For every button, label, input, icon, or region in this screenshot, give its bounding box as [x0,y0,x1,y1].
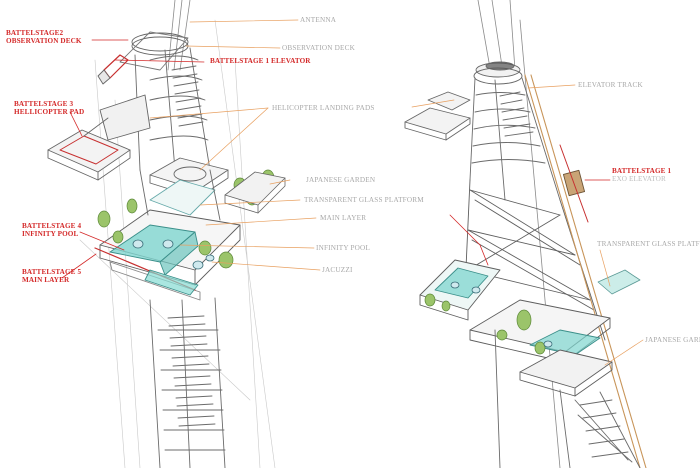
label-stage3-helicopter-pad: BATTELSTAGE 3 HELLICOPTER PAD [14,100,84,117]
grey-leader-lines [149,19,644,366]
left-construction-lines [79,19,276,468]
left-japanese-garden [224,171,286,214]
right-infinity-pool-deck [419,259,501,321]
right-lower-garden [519,349,613,397]
left-observation-deck [97,31,189,85]
right-lower-shaft [494,329,641,468]
red-leader-lines [61,39,611,279]
label-main-layer: MAIN LAYER [320,214,367,222]
label-infinity-pool: INFINITY POOL [316,244,371,252]
label-helicopter-landing-pads: HELICOPTER LANDING PADS [272,104,375,112]
label-line: BATTELSTAGE 1 [612,167,672,175]
left-jacuzzi-pods [132,239,215,270]
right-elevator-track [524,74,647,468]
label-antenna: ANTENNA [300,16,337,24]
label-stage5-main-layer: BATTELSTAGE 5 MAIN LAYER [22,268,81,285]
label-transparent-glass-platform-right: TRANSPARENT GLASS PLATFO [597,240,700,248]
label-japanese-garden-right: JAPANESE GARD [645,336,700,344]
right-main-layer [469,299,611,363]
right-antenna [477,0,561,468]
label-line: BATTELSTAGE 4 [22,222,82,230]
label-stage1-exo-elevator: BATTELSTAGE 1 EXO ELEVATOR [612,167,671,184]
left-lower-shaft [149,297,226,468]
label-line: EXO ELEVATOR [612,175,666,184]
label-elevator-track: ELEVATOR TRACK [578,81,643,89]
right-exo-elevator [559,144,589,223]
right-glass-platform [597,269,641,295]
label-line: HELLICOPTER PAD [14,108,85,117]
label-stage1-elevator: BATTELSTAGE 1 ELEVATOR [210,57,311,65]
label-line: OBSERVATION DECK [6,37,82,46]
left-infinity-pool [109,224,199,296]
label-transparent-glass-platform: TRANSPARENT GLASS PLATFORM [304,196,424,204]
label-line: INFINITY POOL [22,230,79,239]
left-mid-shaft [139,169,221,221]
label-jacuzzi: JACUZZI [322,266,353,274]
left-upper-shaft [134,47,211,171]
label-line: BATTELSTAGE2 [6,29,64,37]
right-garden-foliage [424,293,546,355]
label-line: MAIN LAYER [22,276,70,285]
label-line: BATTELSTAGE 3 [14,100,74,108]
label-stage2-observation-deck: BATTELSTAGE2 OBSERVATION DECK [6,29,82,46]
right-helicopter-pad [404,91,471,141]
label-stage4-infinity-pool: BATTELSTAGE 4 INFINITY POOL [22,222,81,239]
left-helicopter-pad [47,94,151,181]
label-japanese-garden: JAPANESE GARDEN [306,176,376,184]
label-observation-deck: OBSERVATION DECK [282,44,355,52]
right-upper-shaft [469,77,561,201]
right-jacuzzi-pods [450,281,553,348]
right-observation-deck [473,61,523,85]
label-line: BATTELSTAGE 5 [22,268,82,276]
